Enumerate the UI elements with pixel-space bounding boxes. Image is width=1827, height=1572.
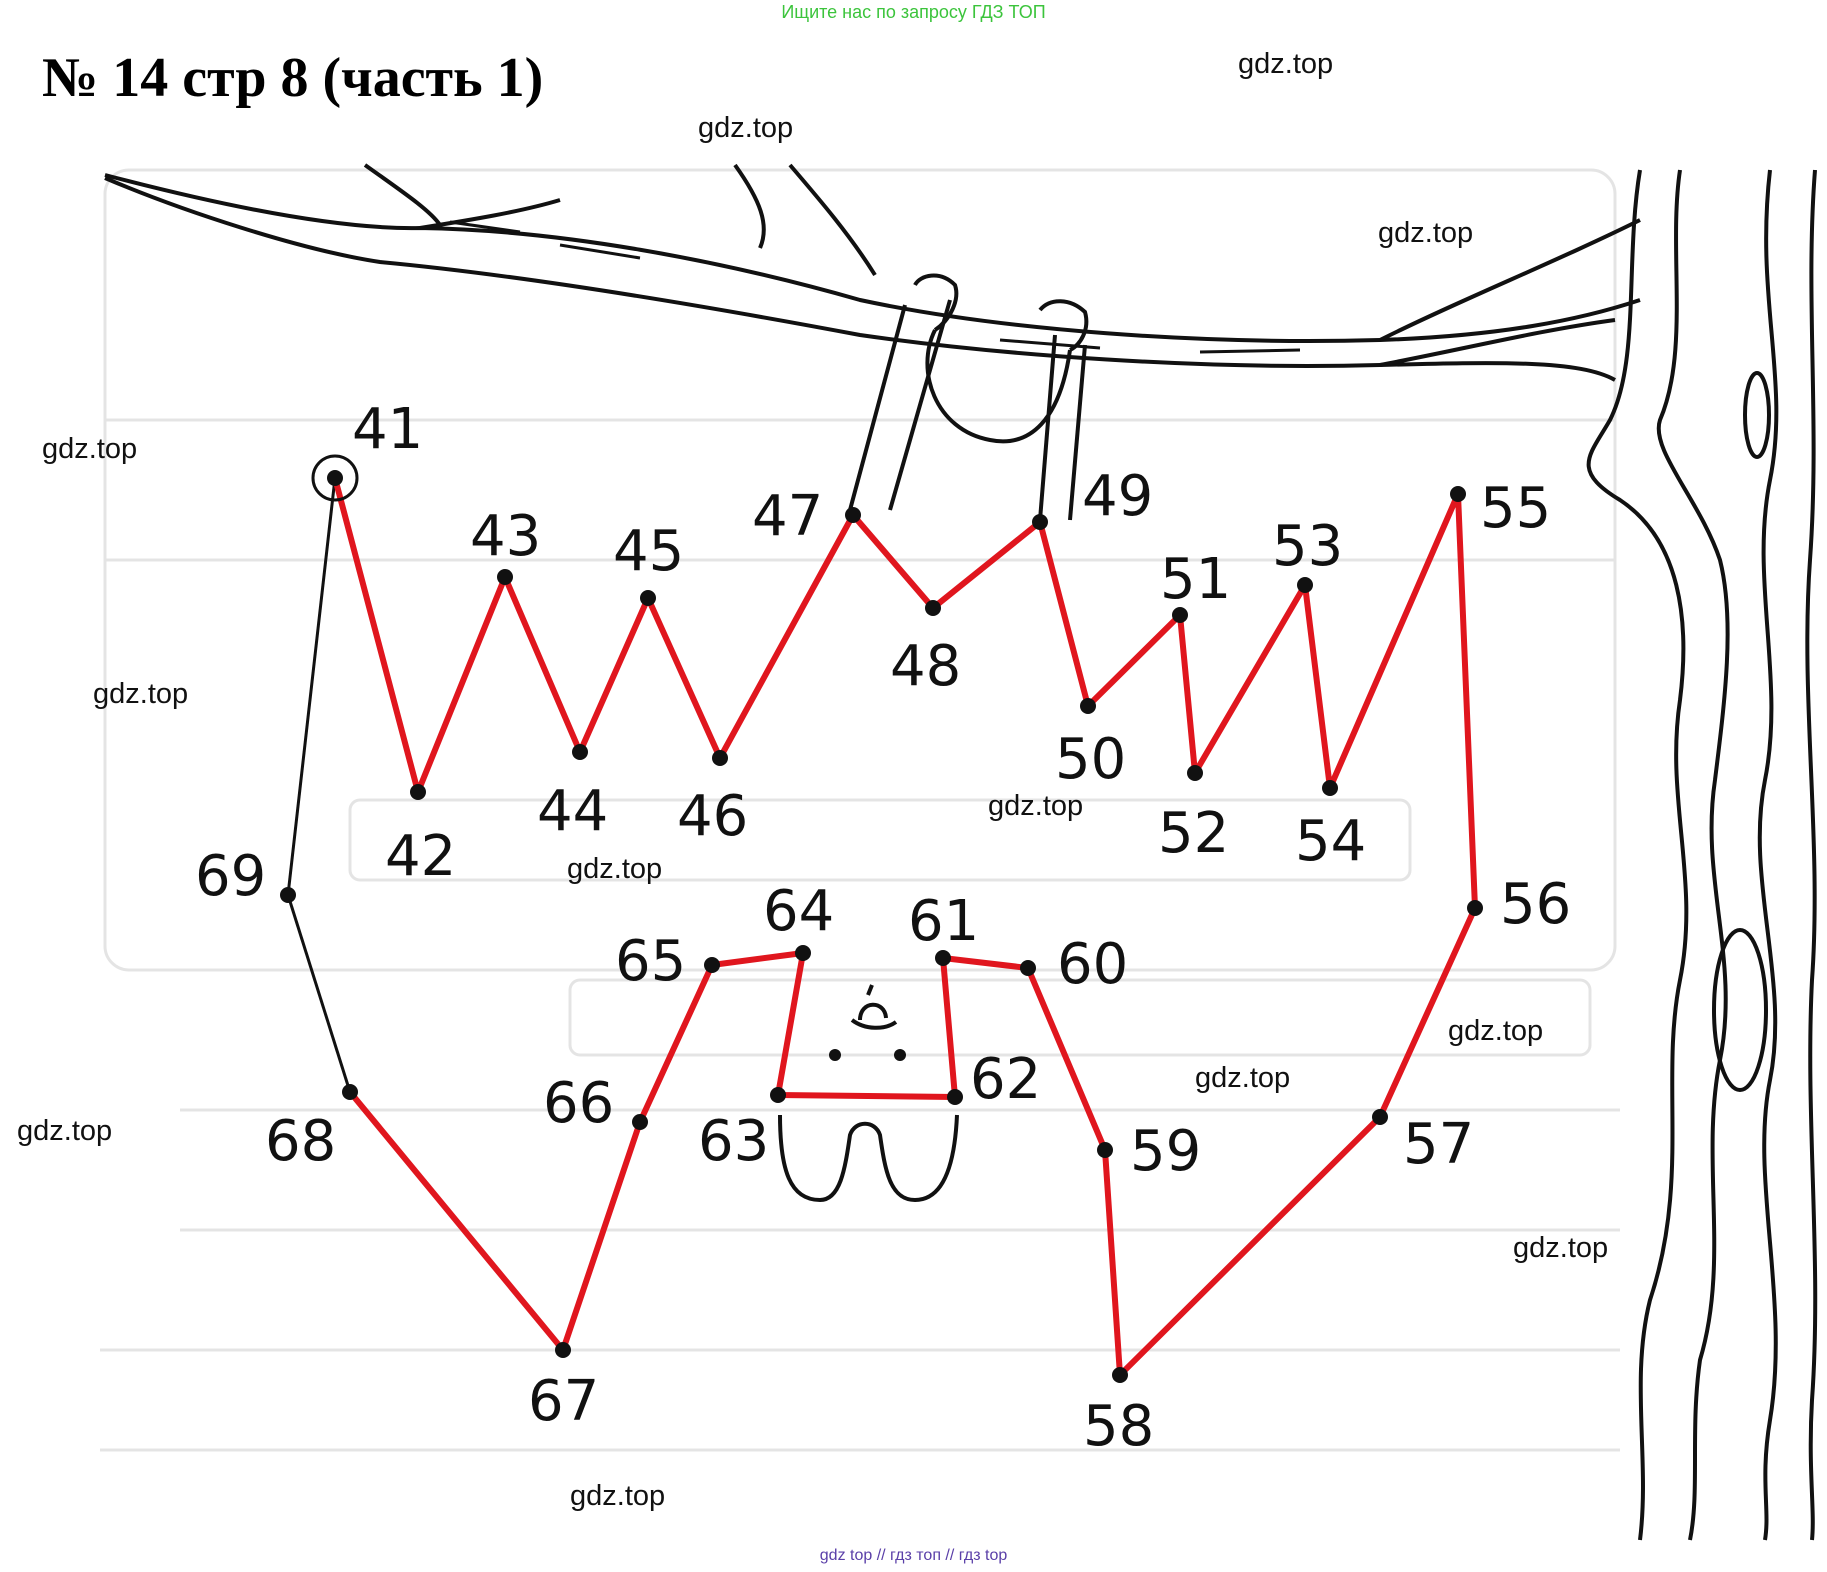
dot-label-49: 49: [1082, 464, 1153, 529]
dot-47: [845, 507, 861, 523]
dot-41: [327, 470, 343, 486]
watermark: gdz.top: [93, 678, 189, 710]
bat-eye-right: [894, 1049, 906, 1061]
dot-label-60: 60: [1057, 932, 1128, 997]
dot-label-61: 61: [908, 889, 979, 954]
dot-63: [770, 1087, 786, 1103]
dot-45: [640, 590, 656, 606]
answer-path-closing-segment: [347, 1089, 566, 1353]
dot-55: [1450, 486, 1466, 502]
dot-54: [1322, 780, 1338, 796]
watermark: gdz.top: [17, 1115, 113, 1147]
watermark: gdz.top: [42, 433, 138, 465]
dot-48: [925, 600, 941, 616]
dot-label-50: 50: [1055, 727, 1126, 792]
watermark: gdz.top: [1513, 1232, 1609, 1264]
watermark: gdz.top: [698, 112, 794, 144]
top-banner[interactable]: Ищите нас по запросу ГДЗ ТОП: [781, 2, 1046, 22]
dot-53: [1297, 577, 1313, 593]
dot-group: 41 42 43 44 45 46 47 48 49 50 51 52 53 54 55 56 57 58 59 60…: [195, 397, 1571, 1459]
dot-label-43: 43: [470, 504, 541, 569]
dot-49: [1032, 514, 1048, 530]
dot-69: [280, 887, 296, 903]
dot-label-67: 67: [528, 1369, 599, 1434]
watermark: gdz.top: [567, 853, 663, 885]
dot-52: [1187, 765, 1203, 781]
dot-label-64: 64: [763, 879, 834, 944]
dot-56: [1467, 900, 1483, 916]
dot-60: [1020, 960, 1036, 976]
dot-label-45: 45: [613, 519, 684, 584]
dot-label-58: 58: [1083, 1394, 1154, 1459]
dot-label-57: 57: [1403, 1112, 1474, 1177]
watermark: gdz.top: [570, 1480, 666, 1512]
dot-label-68: 68: [265, 1109, 336, 1174]
dot-label-56: 56: [1500, 872, 1571, 937]
watermark: gdz.top: [1195, 1062, 1291, 1094]
footer-links[interactable]: gdz top // гдз топ // гдз top: [819, 1547, 1008, 1564]
dot-label-62: 62: [970, 1047, 1041, 1112]
dot-label-65: 65: [615, 929, 686, 994]
dot-66: [632, 1114, 648, 1130]
bat-eye-left: [829, 1049, 841, 1061]
dot-label-46: 46: [677, 784, 748, 849]
dot-57: [1372, 1109, 1388, 1125]
dot-67: [555, 1342, 571, 1358]
dot-label-69: 69: [195, 844, 266, 909]
dot-43: [497, 569, 513, 585]
watermark: gdz.top: [1238, 48, 1334, 80]
dot-label-44: 44: [537, 779, 608, 844]
dot-label-63: 63: [698, 1109, 769, 1174]
watermark: gdz.top: [1448, 1015, 1544, 1047]
bat-drawn-details: [778, 273, 1089, 1203]
dot-label-59: 59: [1130, 1119, 1201, 1184]
dot-label-52: 52: [1158, 801, 1229, 866]
tree-branch: [104, 163, 1641, 382]
watermark: gdz.top: [988, 790, 1084, 822]
dot-label-41: 41: [352, 397, 423, 462]
dot-label-54: 54: [1295, 809, 1366, 874]
dot-label-47: 47: [752, 484, 823, 549]
dot-59: [1097, 1142, 1113, 1158]
watermark: gdz.top: [1378, 217, 1474, 249]
dot-label-66: 66: [543, 1071, 614, 1136]
dot-64: [795, 945, 811, 961]
tree-trunk: [1586, 169, 1818, 1541]
dot-61: [935, 950, 951, 966]
dot-46: [712, 750, 728, 766]
dot-label-55: 55: [1480, 476, 1551, 541]
answer-path-red: [332, 475, 1478, 1378]
dot-44: [572, 744, 588, 760]
dot-51: [1172, 607, 1188, 623]
dot-58: [1112, 1367, 1128, 1383]
dot-62: [947, 1089, 963, 1105]
dot-label-51: 51: [1160, 547, 1231, 612]
page-title: № 14 стр 8 (часть 1): [42, 47, 544, 109]
dot-50: [1080, 698, 1096, 714]
black-connect-lines: [286, 477, 352, 1093]
dot-label-42: 42: [385, 824, 456, 889]
dot-68: [342, 1084, 358, 1100]
dot-label-48: 48: [890, 634, 961, 699]
dot-42: [410, 784, 426, 800]
dot-label-53: 53: [1272, 514, 1343, 579]
dot-65: [704, 957, 720, 973]
start-marker-ring: [311, 454, 359, 502]
